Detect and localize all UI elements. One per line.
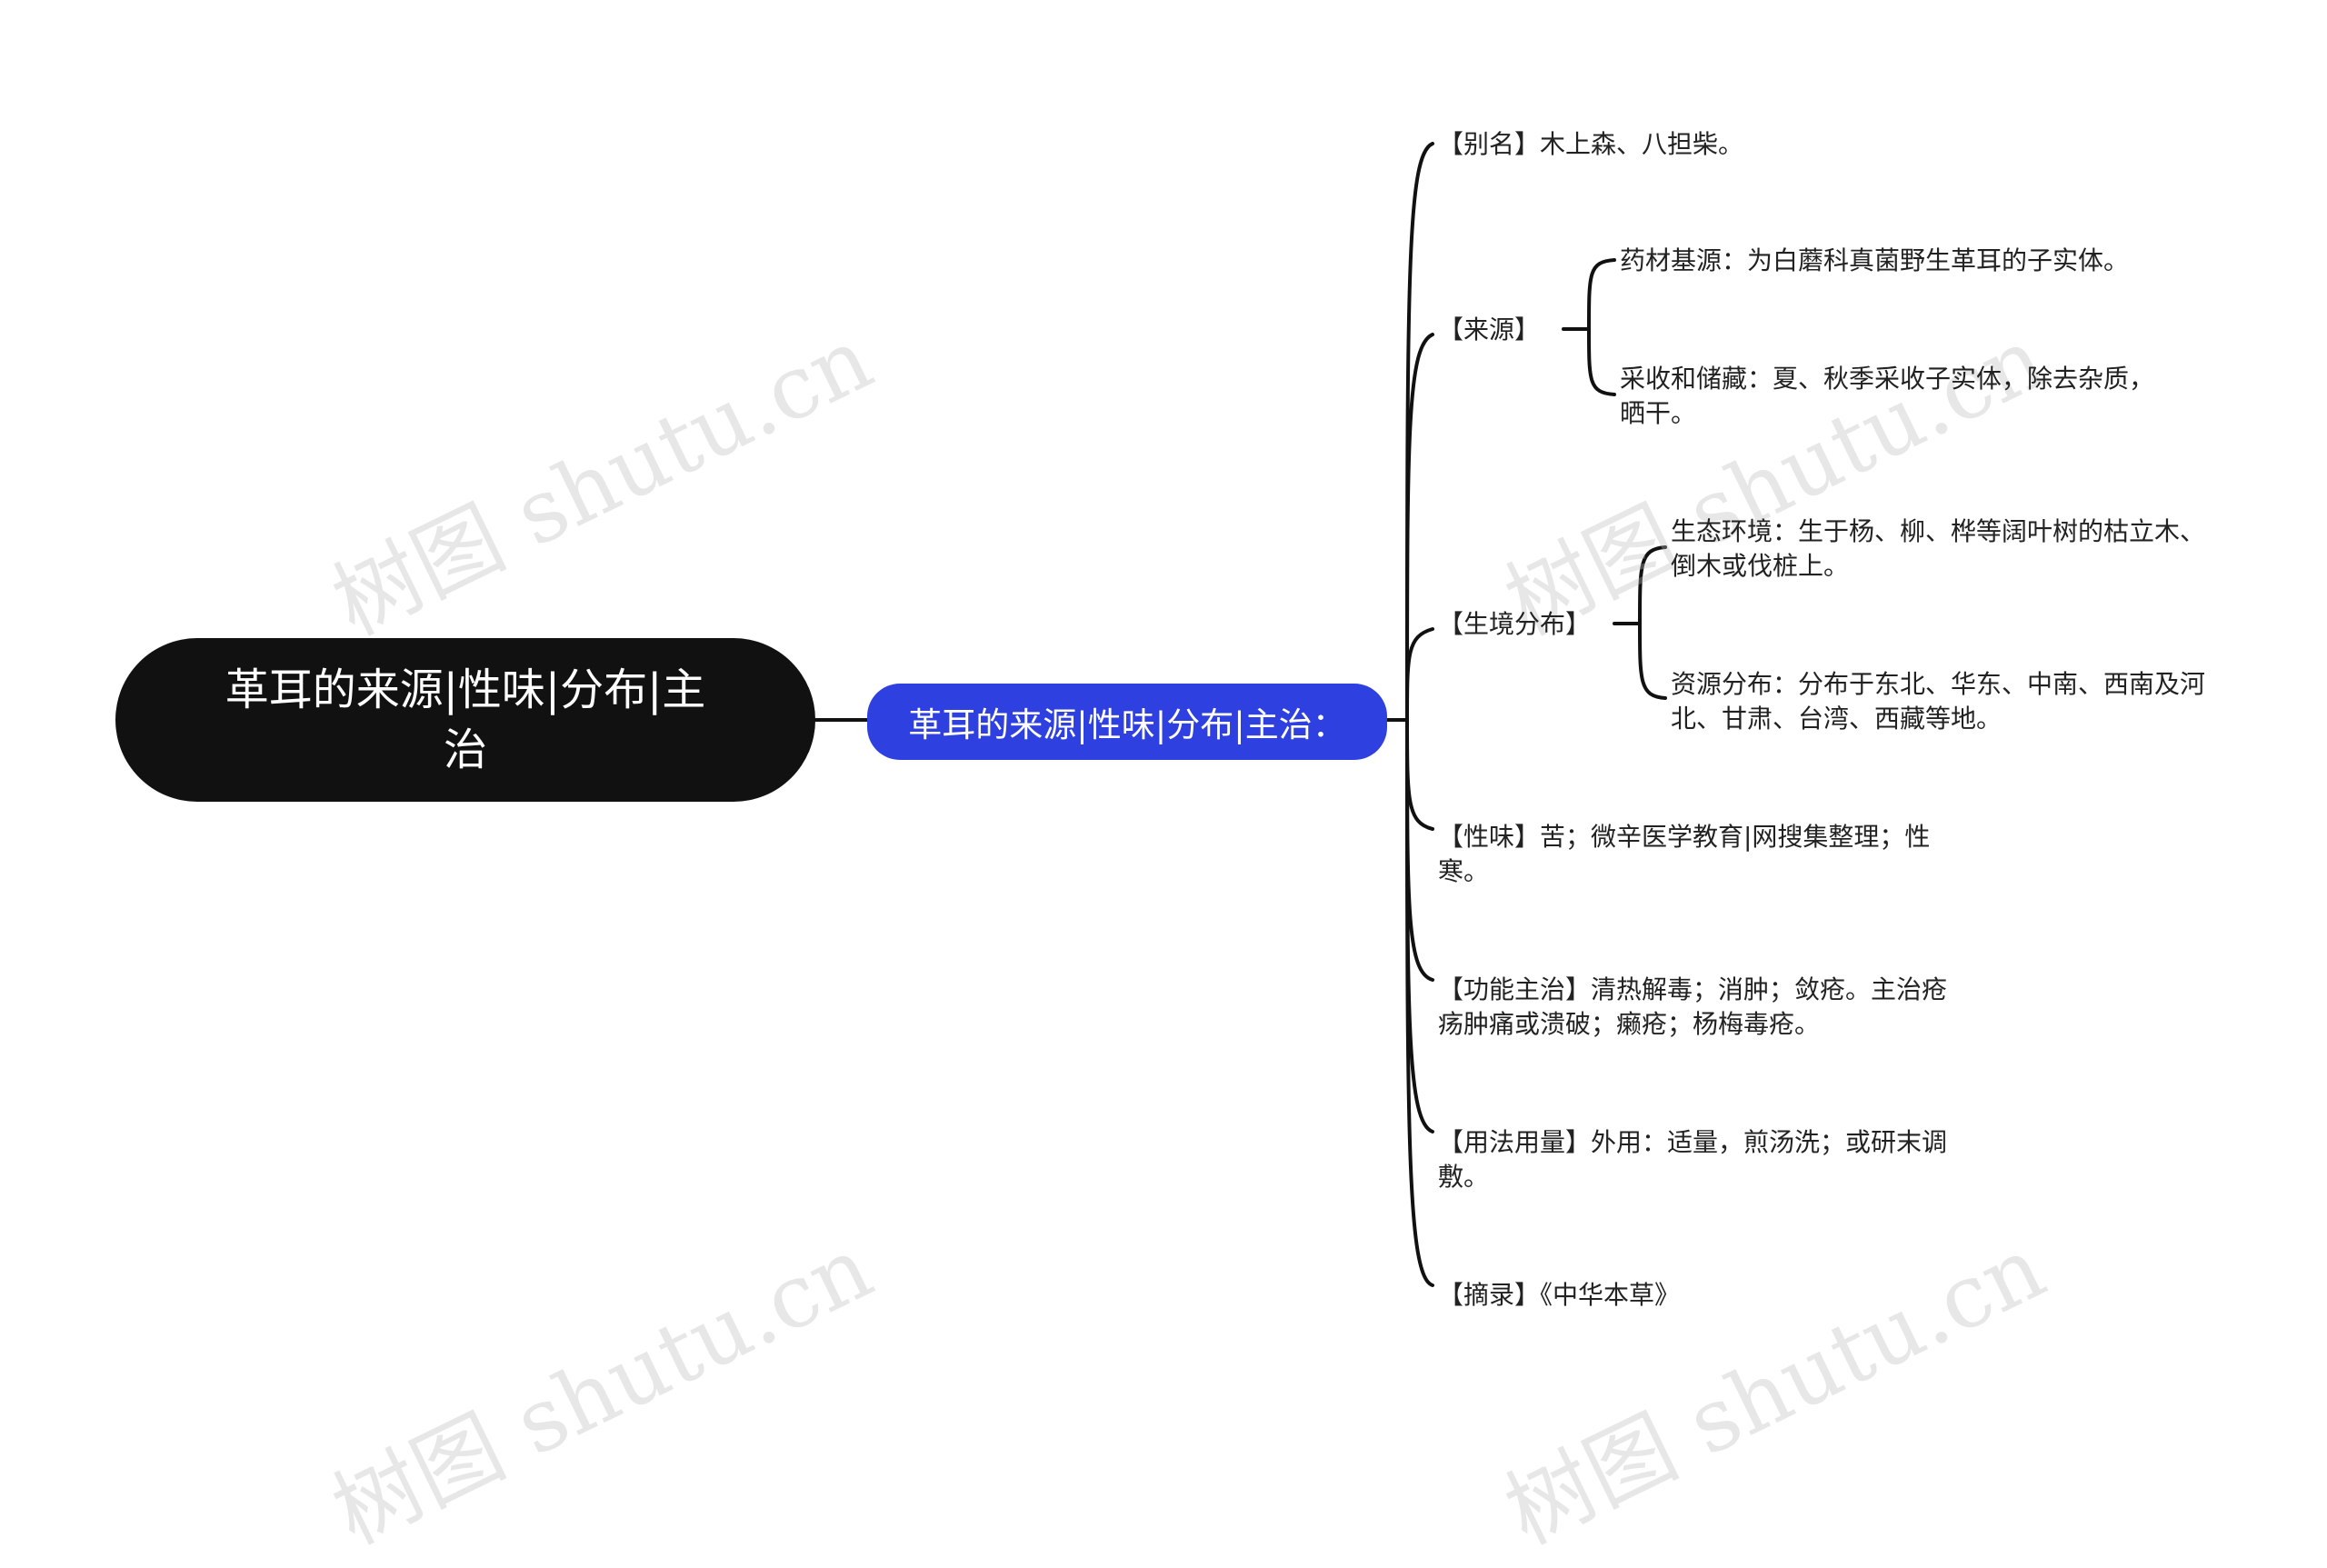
root-node[interactable]: 革耳的来源|性味|分布|主治 (115, 638, 815, 802)
branch-function[interactable]: 【功能主治】清热解毒；消肿；敛疮。主治疮疡肿痛或溃破；癞疮；杨梅毒疮。 (1438, 974, 1948, 1039)
branch-habitat[interactable]: 【生境分布】 (1438, 609, 1592, 639)
center-node[interactable]: 革耳的来源|性味|分布|主治： (867, 684, 1387, 760)
branch-habitat-distribution[interactable]: 资源分布：分布于东北、华东、中南、西南及河北、甘肃、台湾、西藏等地。 (1671, 669, 2206, 734)
branch-source[interactable]: 【来源】 (1438, 315, 1541, 345)
connector-branch-7 (1405, 718, 1434, 1287)
branch-habitat-environment[interactable]: 生态环境：生于杨、柳、桦等阔叶树的枯立木、倒木或伐桩上。 (1671, 516, 2206, 581)
connector-branch-2 (1405, 333, 1434, 722)
root-node-label: 革耳的来源|性味|分布|主治 (225, 664, 706, 775)
branch-taste[interactable]: 【性味】苦；微辛医学教育|网搜集整理；性寒。 (1438, 822, 1931, 886)
branch-excerpt[interactable]: 【摘录】《中华本草》 (1438, 1280, 1681, 1310)
connector-source-child-2 (1587, 327, 1616, 396)
connector-source-child-1 (1587, 258, 1616, 331)
connector-branch-4 (1405, 718, 1434, 831)
branch-source-harvest[interactable]: 采收和储藏：夏、秋季采收子实体，除去杂质，晒干。 (1620, 364, 2155, 428)
mindmap-connectors (814, 142, 1667, 1287)
connector-habitat-child-2 (1638, 622, 1667, 700)
branch-source-origin[interactable]: 药材基源：为白蘑科真菌野生革耳的子实体。 (1620, 245, 2130, 275)
connector-habitat-child-1 (1638, 545, 1667, 625)
connector-branch-3 (1405, 627, 1434, 722)
connector-branch-5 (1405, 718, 1434, 982)
branch-usage[interactable]: 【用法用量】外用：适量，煎汤洗；或研末调敷。 (1438, 1127, 1948, 1192)
branch-alias[interactable]: 【别名】木上森、八担柴。 (1438, 129, 1744, 159)
center-node-label: 革耳的来源|性味|分布|主治： (908, 705, 1346, 744)
